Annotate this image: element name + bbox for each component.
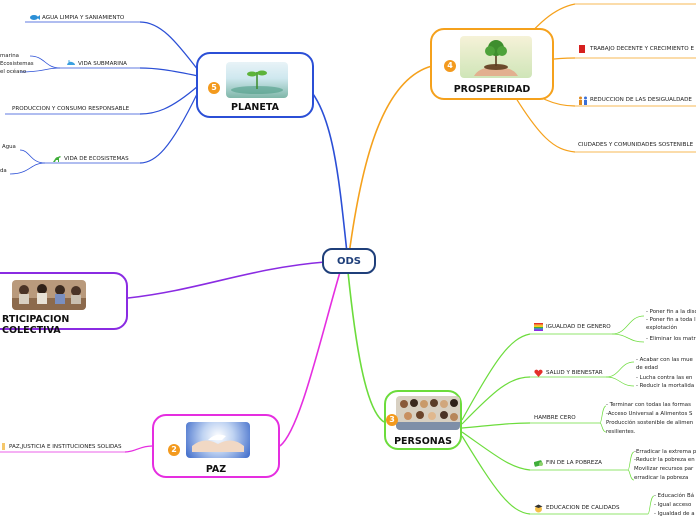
paz-topic-justicia[interactable]: PAZ,JUSTICIA E INSTITUCIONES SOLIDAS: [2, 443, 122, 450]
branch-node-personas[interactable]: 3 PERSONAS: [384, 390, 462, 450]
participacion-image: [12, 280, 86, 310]
hambre-note-3: Producción sostenible de alimen: [606, 420, 694, 426]
pobreza-note-3: Movilizar recursos par: [634, 466, 694, 472]
personas-topic-igualdad-genero[interactable]: IGUALDAD DE GENERO: [534, 323, 611, 331]
pobreza-note-4: erradicar la pobreza: [634, 475, 689, 481]
money-icon: [533, 459, 543, 467]
topic-label: AGUA LIMPIA Y SANIAMIENTO: [42, 15, 125, 21]
planeta-label: PLANETA: [231, 102, 279, 113]
prosperidad-image: [460, 36, 532, 78]
igualdad-note-3: explotación: [646, 325, 678, 331]
topic-label: SALUD Y BIENESTAR: [546, 370, 603, 376]
topic-label: EDUCACION DE CALIDADS: [546, 505, 620, 511]
planeta-image: [226, 62, 288, 98]
personas-topic-educacion[interactable]: EDUCACION DE CALIDADS: [534, 504, 620, 513]
branch-node-prosperidad[interactable]: 4 PROSPERIDAD: [430, 28, 554, 100]
people-icon: [578, 96, 587, 105]
red-book-icon: [578, 45, 586, 53]
igualdad-note-1: - Poner fin a la disc: [646, 309, 696, 315]
branch-node-participacion-colectiva[interactable]: RTICIPACION COLECTIVA: [0, 272, 128, 336]
prosperidad-topic-trabajo[interactable]: TRABAJO DECENTE Y CRECIMIENTO E: [578, 45, 694, 53]
personas-image: [396, 396, 460, 430]
personas-number-badge: 3: [386, 414, 398, 426]
personas-label: PERSONAS: [394, 436, 452, 447]
central-node-label: ODS: [336, 256, 361, 267]
topic-label: HAMBRE CERO: [534, 415, 576, 421]
planeta-note-submarina-1: marina: [0, 53, 19, 59]
paz-number-badge: 2: [168, 444, 180, 456]
central-node-ods[interactable]: ODS: [322, 248, 376, 274]
pobreza-note-2: -Reducir la pobreza en: [634, 457, 695, 463]
participacion-label: RTICIPACION COLECTIVA: [2, 314, 70, 336]
planeta-topic-agua[interactable]: AGUA LIMPIA Y SANIAMIENTO: [30, 14, 124, 21]
student-icon: [534, 504, 543, 513]
dinosaur-icon: [52, 155, 61, 162]
prosperidad-topic-ciudades[interactable]: CIUDADES Y COMUNIDADES SOSTENIBLE: [578, 142, 693, 148]
paz-image: [186, 422, 250, 458]
personas-topic-hambre-cero[interactable]: HAMBRE CERO: [534, 415, 576, 421]
fish-icon: [30, 14, 40, 21]
bullet-icon: [2, 443, 5, 450]
hambre-note-2: -Acceso Universal a Alimentos S: [606, 411, 693, 417]
salud-note-1: - Acabar con las mue: [636, 357, 693, 363]
topic-label: CIUDADES Y COMUNIDADES SOSTENIBLE: [578, 142, 694, 148]
educacion-note-1: - Educación Bá: [654, 493, 695, 499]
salud-note-3: - Lucha contra las en: [636, 375, 693, 381]
igualdad-note-4: - Eliminar los matr: [646, 336, 696, 342]
planeta-number-badge: 5: [208, 82, 220, 94]
personas-topic-fin-pobreza[interactable]: FIN DE LA POBREZA: [533, 459, 602, 467]
prosperidad-topic-desigualdades[interactable]: REDUCCION DE LAS DESIGUALDADE: [578, 96, 692, 105]
salud-note-4: - Reducir la mortalida: [636, 383, 695, 389]
topic-label: PRODUCCION Y CONSUMO RESPONSABLE: [12, 106, 130, 112]
rainbow-flag-icon: [534, 323, 543, 331]
hambre-note-4: resilientes.: [606, 429, 636, 435]
topic-label: IGUALDAD DE GENERO: [546, 324, 611, 330]
igualdad-note-2: - Poner fin a toda l: [646, 317, 696, 323]
branch-node-paz[interactable]: 2 PAZ: [152, 414, 280, 478]
planeta-topic-vida-ecosistemas[interactable]: VIDA DE ECOSISTEMAS: [52, 155, 129, 162]
salud-note-2: de edad: [636, 365, 658, 371]
prosperidad-number-badge: 4: [444, 60, 456, 72]
topic-label: PAZ,JUSTICIA E INSTITUCIONES SOLIDAS: [9, 444, 122, 450]
topic-label: VIDA DE ECOSISTEMAS: [64, 156, 129, 162]
branch-node-planeta[interactable]: 5 PLANETA: [196, 52, 314, 118]
topic-label: REDUCCION DE LAS DESIGUALDADE: [590, 97, 692, 103]
planeta-topic-produccion[interactable]: PRODUCCION Y CONSUMO RESPONSABLE: [12, 106, 129, 112]
topic-label: FIN DE LA POBREZA: [546, 460, 602, 466]
planeta-note-submarina-3: el océano: [0, 69, 27, 75]
hambre-note-1: - Terminar con todas las formas: [606, 402, 691, 408]
whale-icon: [66, 60, 75, 67]
planeta-note-ecosistemas-1: Agua: [2, 144, 16, 150]
planeta-note-submarina-2: Ecosistemas: [0, 61, 34, 67]
topic-label: TRABAJO DECENTE Y CRECIMIENTO E: [590, 46, 694, 52]
pobreza-note-1: -Erradicar la extrema p: [634, 449, 696, 455]
planeta-note-ecosistemas-2: da: [0, 168, 7, 174]
paz-label: PAZ: [205, 464, 227, 475]
topic-label: VIDA SUBMARINA: [78, 61, 127, 67]
educacion-note-3: - Igualdad de a: [654, 511, 695, 517]
prosperidad-label: PROSPERIDAD: [453, 84, 531, 95]
planeta-topic-vida-submarina[interactable]: VIDA SUBMARINA: [66, 60, 127, 67]
heart-icon: [534, 369, 543, 377]
personas-topic-salud[interactable]: SALUD Y BIENESTAR: [534, 369, 603, 377]
educacion-note-2: - Igual acceso: [654, 502, 692, 508]
